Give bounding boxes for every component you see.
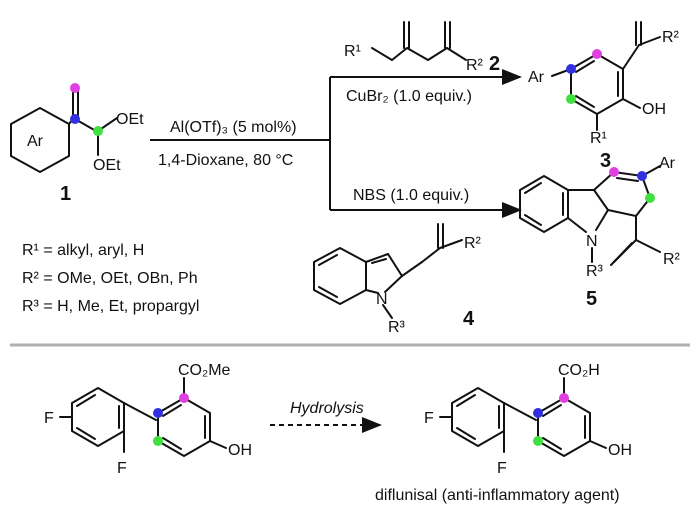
product-3-oh: OH (642, 101, 666, 118)
diflunisal-ester-structure (59, 377, 227, 457)
compound-label-2: 2 (489, 53, 500, 75)
reagent-4-r2: R² (464, 235, 482, 252)
ester-fluorine-left: F (44, 410, 54, 427)
product-5-n: N (586, 233, 598, 250)
carbonyl-oxygen-atom-magenta (70, 83, 80, 93)
diflunisal-structure (439, 377, 607, 457)
product-5-blue-atom (637, 171, 647, 181)
pyridine-ring-3 (570, 53, 624, 115)
reagent-4-n: N (376, 291, 388, 308)
ester-co2me: CO₂Me (178, 362, 231, 379)
ester-green-atom (153, 436, 163, 446)
product-5-r3: R³ (586, 263, 604, 280)
carboline-benzene-ring (519, 175, 569, 233)
acid-green-atom (533, 436, 543, 446)
reagent-2-r1: R¹ (344, 43, 361, 60)
acetal-carbon-atom-green (93, 126, 103, 136)
acid-co2h: CO₂H (558, 362, 600, 379)
compound-label-1: 1 (60, 183, 71, 205)
carbonyl-carbon-atom-blue (70, 114, 80, 124)
catalyst-condition: Al(OTf)₃ (5 mol%) (170, 119, 297, 136)
ester-pyridine-ring (157, 397, 211, 457)
reagent-2-structure (371, 21, 467, 61)
product-3-structure (551, 21, 661, 131)
oet-bottom-label: OEt (93, 157, 121, 174)
product-3-blue-atom (566, 64, 576, 74)
reagent-4-r3: R³ (388, 319, 406, 336)
diflunisal-caption: diflunisal (anti-inflammatory agent) (375, 487, 620, 504)
ester-magenta-atom (179, 393, 189, 403)
acid-fluorine-bottom: F (497, 460, 507, 477)
acid-blue-atom (533, 408, 543, 418)
aryl-label: Ar (27, 133, 44, 150)
acid-oh: OH (608, 442, 632, 459)
ester-blue-atom (153, 408, 163, 418)
reagent-2-r2: R² (466, 57, 484, 74)
ester-fluorophenyl-ring (71, 387, 125, 447)
product-5-ar: Ar (659, 155, 676, 172)
substituent-r1: R¹ = alkyl, aryl, H (22, 242, 144, 259)
acid-magenta-atom (559, 393, 569, 403)
bottom-oxidant-condition: NBS (1.0 equiv.) (353, 187, 469, 204)
product-3-green-atom (566, 94, 576, 104)
oet-top-label: OEt (116, 111, 144, 128)
solvent-condition: 1,4-Dioxane, 80 °C (158, 152, 293, 169)
product-3-r2: R² (662, 29, 680, 46)
product-5-structure (519, 165, 661, 266)
substituent-r3: R³ = H, Me, Et, propargyl (22, 298, 199, 315)
substituent-r2: R² = OMe, OEt, OBn, Ph (22, 270, 198, 287)
ester-oh: OH (228, 442, 252, 459)
product-5-magenta-atom (609, 167, 619, 177)
compound-label-5: 5 (586, 288, 597, 310)
reactant-1-structure (10, 83, 118, 173)
indole-benzene-ring (313, 247, 367, 305)
product-5-green-atom (645, 193, 655, 203)
product-5-r2: R² (663, 251, 681, 268)
reagent-4-structure (313, 223, 463, 319)
hydrolysis-label: Hydrolysis (290, 400, 364, 417)
product-3-magenta-atom (592, 49, 602, 59)
acid-pyridine-ring (537, 397, 591, 457)
product-3-ar: Ar (528, 69, 545, 86)
top-oxidant-condition: CuBr₂ (1.0 equiv.) (346, 88, 472, 105)
ester-fluorine-bottom: F (117, 460, 127, 477)
product-3-r1: R¹ (590, 130, 607, 147)
compound-label-3: 3 (600, 150, 611, 172)
acid-fluorophenyl-ring (451, 387, 505, 447)
compound-label-4: 4 (463, 308, 475, 330)
acid-fluorine-left: F (424, 410, 434, 427)
